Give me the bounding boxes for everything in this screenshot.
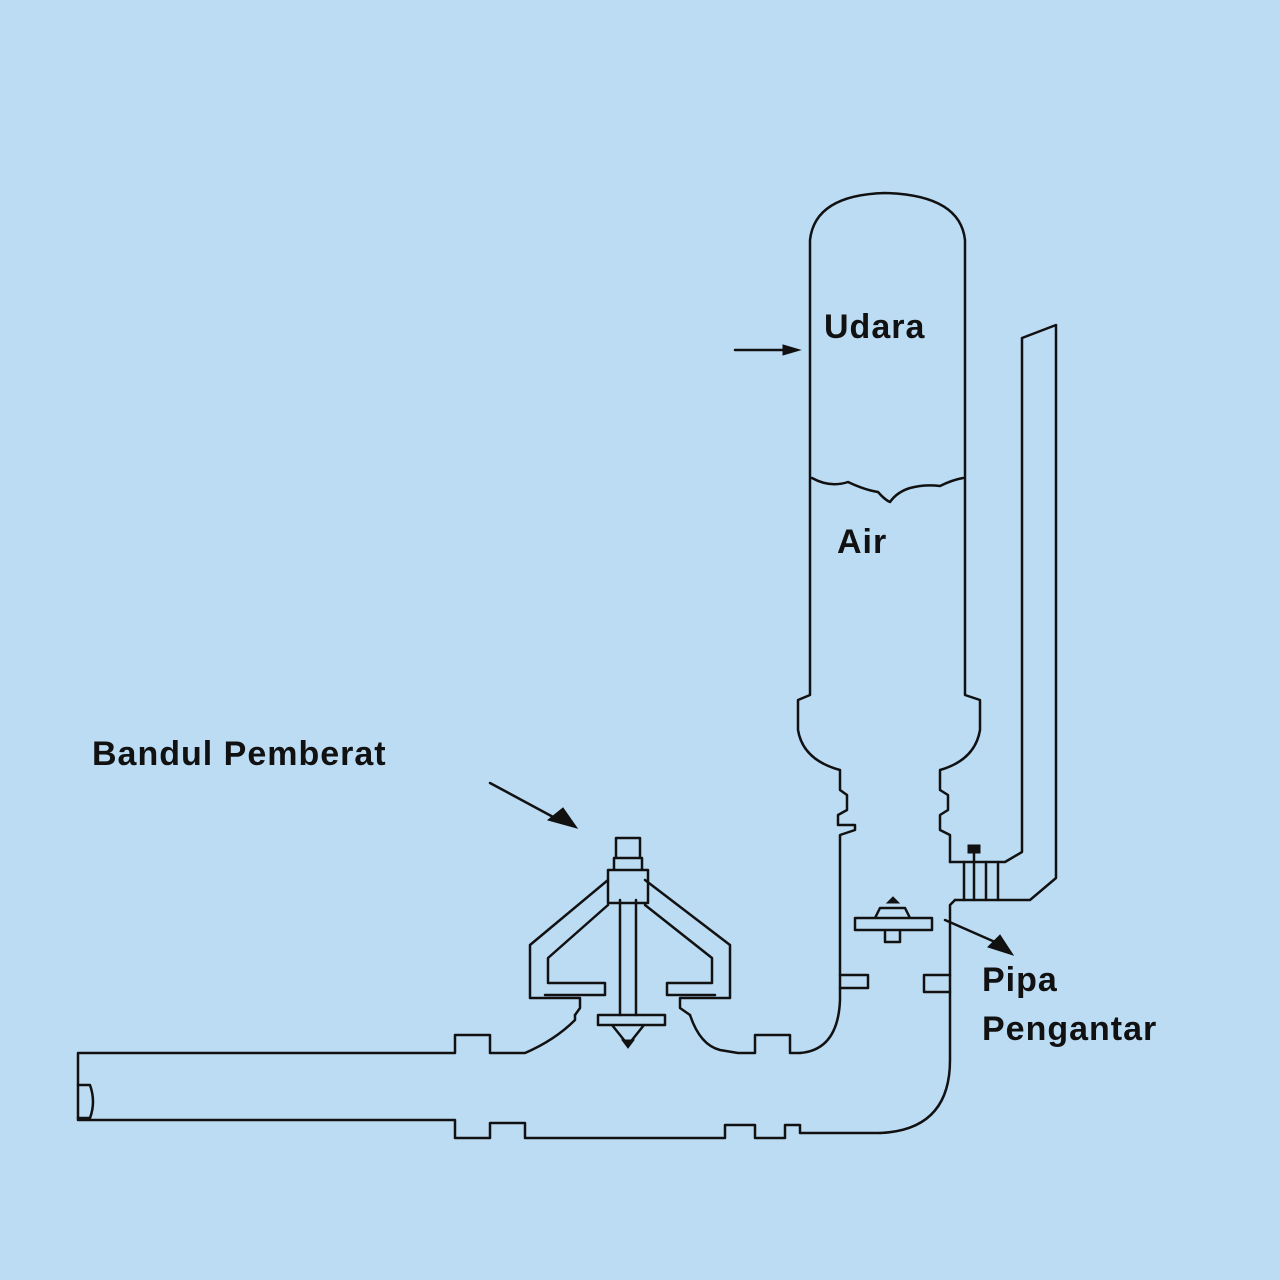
- pipe-end-cap: [76, 1083, 95, 1120]
- water-surface: [810, 476, 965, 504]
- check-valve-knob: [967, 844, 981, 854]
- internal-valve-tip: [885, 896, 901, 904]
- pipe-arrow-line: [943, 918, 997, 944]
- weight-arrowhead: [546, 807, 579, 829]
- waste-valve-weight: [606, 836, 650, 905]
- air-vessel: [796, 191, 982, 1055]
- pipe-arrowhead: [987, 934, 1015, 956]
- waste-valve-stem: [618, 898, 638, 1017]
- vessel-indicator-arrowhead: [782, 344, 802, 356]
- vertical-pipe-right: [878, 898, 957, 1135]
- weight-arrow-line: [488, 781, 557, 820]
- left-nozzle: [838, 973, 870, 990]
- internal-valve-plate: [853, 906, 934, 944]
- check-valve-stem: [962, 848, 1000, 902]
- drive-pipe: [76, 1013, 882, 1140]
- waste-valve-tip: [621, 1039, 635, 1049]
- weight-label: Bandul Pemberat: [92, 735, 387, 773]
- pipe-label-line2: Pengantar: [982, 1010, 1157, 1048]
- water-label: Air: [837, 523, 887, 561]
- pipe-label-line1: Pipa: [982, 961, 1058, 999]
- right-nozzle: [922, 973, 952, 994]
- air-space-label: Udara: [824, 308, 925, 346]
- delivery-pipe: [948, 323, 1058, 902]
- waste-valve-frame: [528, 878, 732, 1017]
